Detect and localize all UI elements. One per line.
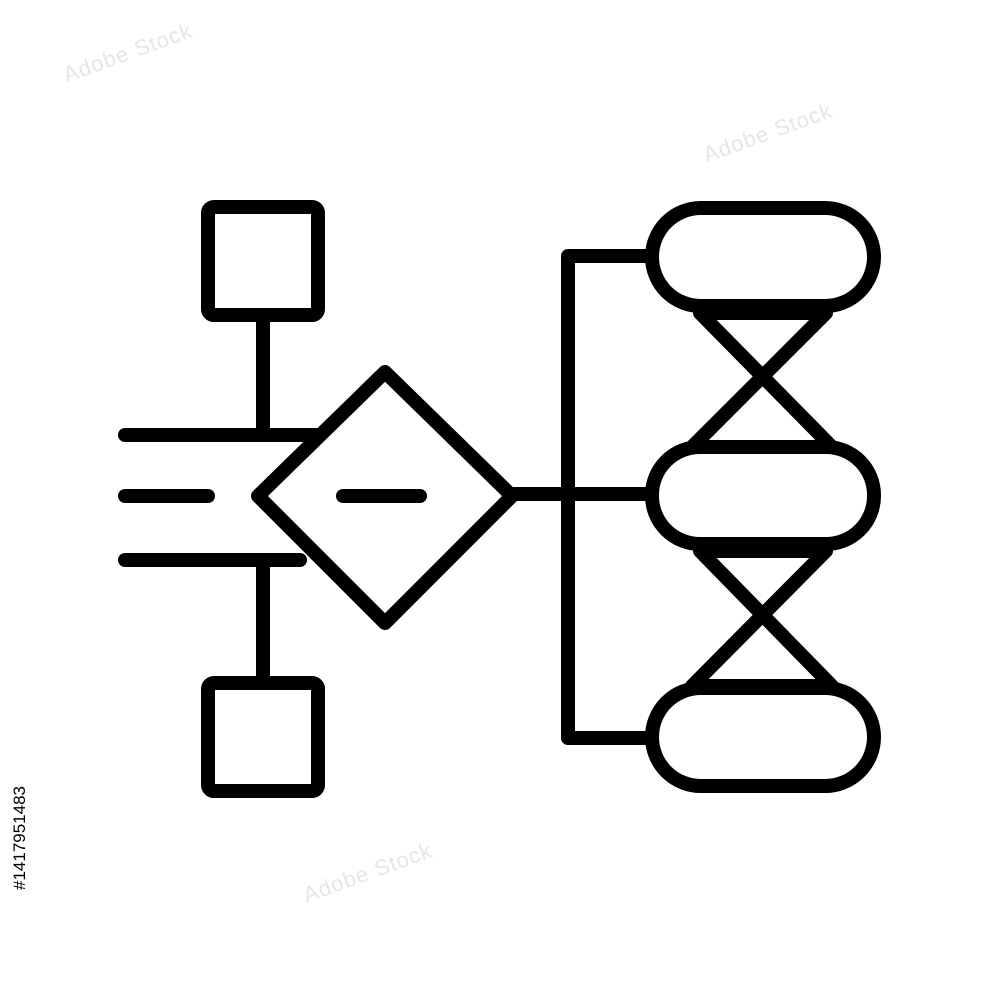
top-square-node: [201, 200, 325, 322]
lower-cross-link: [685, 544, 839, 693]
stock-id-text: #1417951483: [10, 785, 29, 890]
terminal-node-middle: [645, 440, 881, 551]
branch-bracket: [561, 249, 659, 745]
stock-id-label: #1417951483: [10, 760, 36, 910]
decision-diamond-node: [251, 365, 519, 630]
upper-cross-link: [685, 306, 839, 454]
terminal-node-bottom: [645, 681, 881, 793]
bottom-square-node: [201, 676, 325, 798]
terminal-node-top: [645, 201, 881, 313]
